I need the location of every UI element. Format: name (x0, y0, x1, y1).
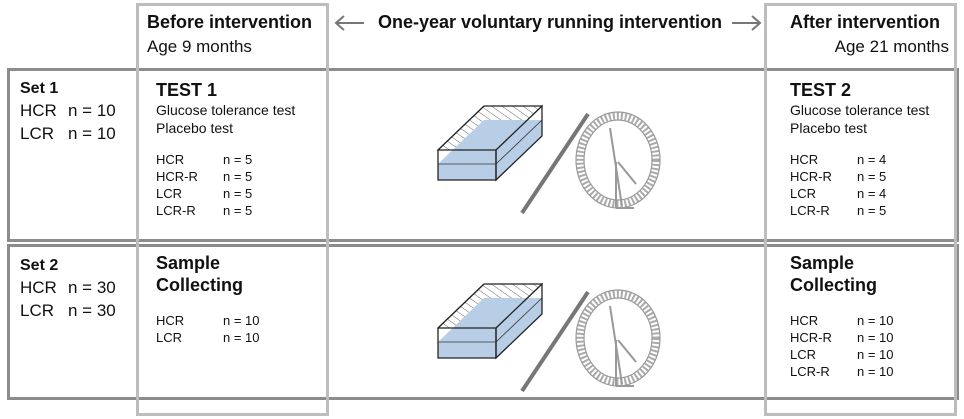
test2-title: TEST 2 (790, 80, 852, 100)
intervention-title: One-year voluntary running intervention (377, 12, 723, 32)
set2-row-box (7, 244, 959, 400)
group-count: n = 10 (857, 347, 894, 362)
sample-collecting-title-line2: Collecting (156, 275, 244, 295)
group-label: HCR (790, 313, 819, 328)
group-label: HCR (790, 152, 819, 167)
set2-before-panel: Sample Collecting HCR n = 10 LCR n = 10 (156, 252, 260, 346)
group-count: n = 4 (857, 152, 887, 167)
set1-row-box (7, 68, 959, 242)
test2-placebo-test: Placebo test (790, 120, 868, 136)
arrow-left-icon (334, 15, 364, 31)
set1-hcr-line: HCR n = 10 (20, 101, 116, 121)
set1-before-panel: TEST 1 Glucose tolerance test Placebo te… (156, 79, 295, 219)
group-label: LCR (156, 330, 183, 345)
slash-divider (520, 290, 590, 393)
set1-after-panel: TEST 2 Glucose tolerance test Placebo te… (790, 79, 929, 219)
after-intervention-age: Age 21 months (834, 37, 949, 56)
group-row: HCR n = 10 (156, 312, 260, 329)
group-label: LCR (20, 124, 55, 143)
test1-placebo-test: Placebo test (156, 120, 234, 136)
group-label: LCR (156, 186, 183, 201)
group-row: HCR n = 4 (790, 151, 929, 168)
set1-lcr-line: LCR n = 10 (20, 124, 116, 144)
group-count: n = 5 (223, 186, 253, 201)
group-count: n = 5 (857, 169, 887, 184)
group-count: n = 10 (857, 364, 894, 379)
group-count: n = 30 (68, 301, 116, 320)
group-count: n = 5 (223, 152, 253, 167)
sample-collecting-title-line1: Sample (790, 253, 855, 273)
group-count: n = 10 (68, 101, 116, 120)
group-label: HCR-R (156, 169, 198, 184)
group-row: LCR-R n = 5 (790, 202, 929, 219)
group-row: LCR-R n = 10 (790, 363, 894, 380)
cage-icon (436, 282, 544, 360)
group-row: LCR n = 5 (156, 185, 295, 202)
set2-lcr-line: LCR n = 30 (20, 301, 116, 321)
set1-illustration (436, 104, 661, 215)
group-row: HCR-R n = 5 (156, 168, 295, 185)
group-row: HCR n = 10 (790, 312, 894, 329)
group-row: LCR n = 10 (156, 329, 260, 346)
group-count: n = 5 (223, 169, 253, 184)
slash-divider (520, 112, 590, 215)
set2-illustration (436, 282, 661, 393)
group-label: LCR (790, 347, 817, 362)
group-label: HCR (20, 278, 57, 297)
before-column-box (136, 3, 329, 416)
group-label: LCR (790, 186, 817, 201)
after-column-box (764, 3, 957, 416)
test1-glucose-test: Glucose tolerance test (156, 102, 296, 118)
running-wheel-icon (575, 289, 661, 387)
group-label: HCR-R (790, 330, 832, 345)
group-count: n = 10 (68, 124, 116, 143)
group-row: LCR n = 10 (790, 346, 894, 363)
group-label: LCR-R (156, 203, 196, 218)
before-intervention-age: Age 9 months (147, 37, 252, 56)
group-count: n = 10 (223, 330, 260, 345)
group-label: HCR (156, 313, 185, 328)
group-label: LCR-R (790, 364, 830, 379)
cage-icon (436, 104, 544, 182)
group-count: n = 10 (223, 313, 260, 328)
group-label: HCR (156, 152, 185, 167)
group-count: n = 10 (857, 330, 894, 345)
running-wheel-icon (575, 111, 661, 209)
group-count: n = 5 (857, 203, 887, 218)
group-label: LCR (20, 301, 55, 320)
test2-glucose-test: Glucose tolerance test (790, 102, 930, 118)
group-count: n = 10 (857, 313, 894, 328)
group-label: HCR (20, 101, 57, 120)
group-label: HCR-R (790, 169, 832, 184)
set1-title: Set 1 (20, 80, 59, 97)
set2-title: Set 2 (20, 257, 59, 274)
arrow-right-icon (732, 15, 762, 31)
after-intervention-title: After intervention (790, 12, 941, 32)
test1-title: TEST 1 (156, 80, 218, 100)
group-count: n = 5 (223, 203, 253, 218)
group-label: LCR-R (790, 203, 830, 218)
sample-collecting-title-line2: Collecting (790, 275, 878, 295)
set2-hcr-line: HCR n = 30 (20, 278, 116, 298)
sample-collecting-title-line1: Sample (156, 253, 221, 273)
group-row: HCR-R n = 10 (790, 329, 894, 346)
group-row: HCR n = 5 (156, 151, 295, 168)
group-count: n = 4 (857, 186, 887, 201)
group-count: n = 30 (68, 278, 116, 297)
group-row: HCR-R n = 5 (790, 168, 929, 185)
group-row: LCR-R n = 5 (156, 202, 295, 219)
group-row: LCR n = 4 (790, 185, 929, 202)
before-intervention-title: Before intervention (147, 12, 313, 32)
